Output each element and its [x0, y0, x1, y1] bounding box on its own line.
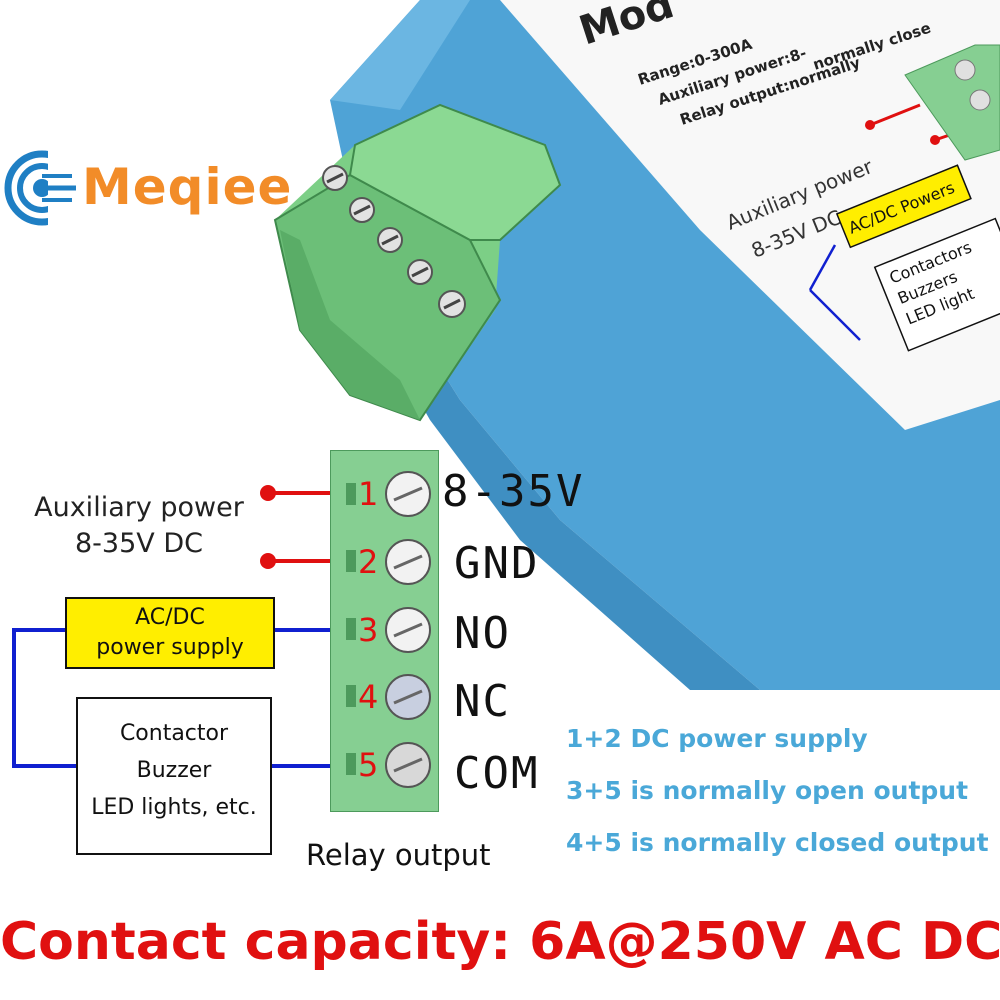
terminal-2-number: 2: [358, 543, 379, 581]
wire-ac-to-load: [12, 628, 76, 768]
terminal-4-number: 4: [358, 678, 379, 716]
note-normally-open: 3+5 is normally open output: [566, 776, 969, 805]
terminal-1-label: 8-35V: [442, 466, 585, 517]
note-normally-closed: 4+5 is normally closed output: [566, 828, 989, 857]
mini-load-box: [873, 217, 1000, 352]
acdc-line-2: power supply: [96, 635, 244, 660]
wiring-lines: [12, 485, 340, 768]
aux-lead-dot-2: [260, 553, 276, 569]
load-line-2: Buzzer: [136, 758, 212, 783]
terminal-3-label: NO: [454, 608, 511, 659]
mini-acdc-box: [835, 164, 972, 249]
terminal-block-back: [348, 103, 562, 241]
aux-power-line-2: 8-35V DC: [75, 528, 203, 559]
terminal-5-label: COM: [454, 748, 540, 799]
terminal-block-face: [280, 230, 420, 420]
terminal-2-label: GND: [454, 538, 540, 589]
meqiee-logo-icon: [4, 150, 80, 226]
aux-power-label: Auxiliary power 8-35V DC: [14, 490, 264, 562]
terminal-screws-diagram: [346, 471, 431, 788]
terminal-3-number: 3: [358, 611, 379, 649]
terminal-1-number: 1: [358, 475, 379, 513]
aux-lead-dot-1: [260, 485, 276, 501]
housing-top-ledge: [330, 0, 470, 110]
load-box: Contactor Buzzer LED lights, etc.: [76, 697, 272, 855]
acdc-line-1: AC/DC: [135, 605, 205, 630]
aux-power-line-1: Auxiliary power: [34, 492, 244, 523]
terminal-4-label: NC: [454, 676, 511, 727]
note-dc-power: 1+2 DC power supply: [566, 724, 868, 753]
acdc-power-supply-box: AC/DC power supply: [65, 597, 275, 669]
relay-output-label: Relay output: [306, 838, 491, 872]
mini-terminal: [904, 44, 1000, 161]
load-line-1: Contactor: [119, 721, 229, 746]
contact-capacity-banner: Contact capacity: 6A@250V AC DC: [0, 912, 1000, 972]
product-photo: Mod Range:0-300A Auxiliary power:8- Rela…: [4, 0, 1000, 690]
load-line-3: LED lights, etc.: [91, 795, 257, 820]
brand-logo-text: Meqiee: [82, 158, 293, 216]
module-label-panel: [500, 0, 1000, 430]
terminal-5-number: 5: [358, 746, 379, 784]
